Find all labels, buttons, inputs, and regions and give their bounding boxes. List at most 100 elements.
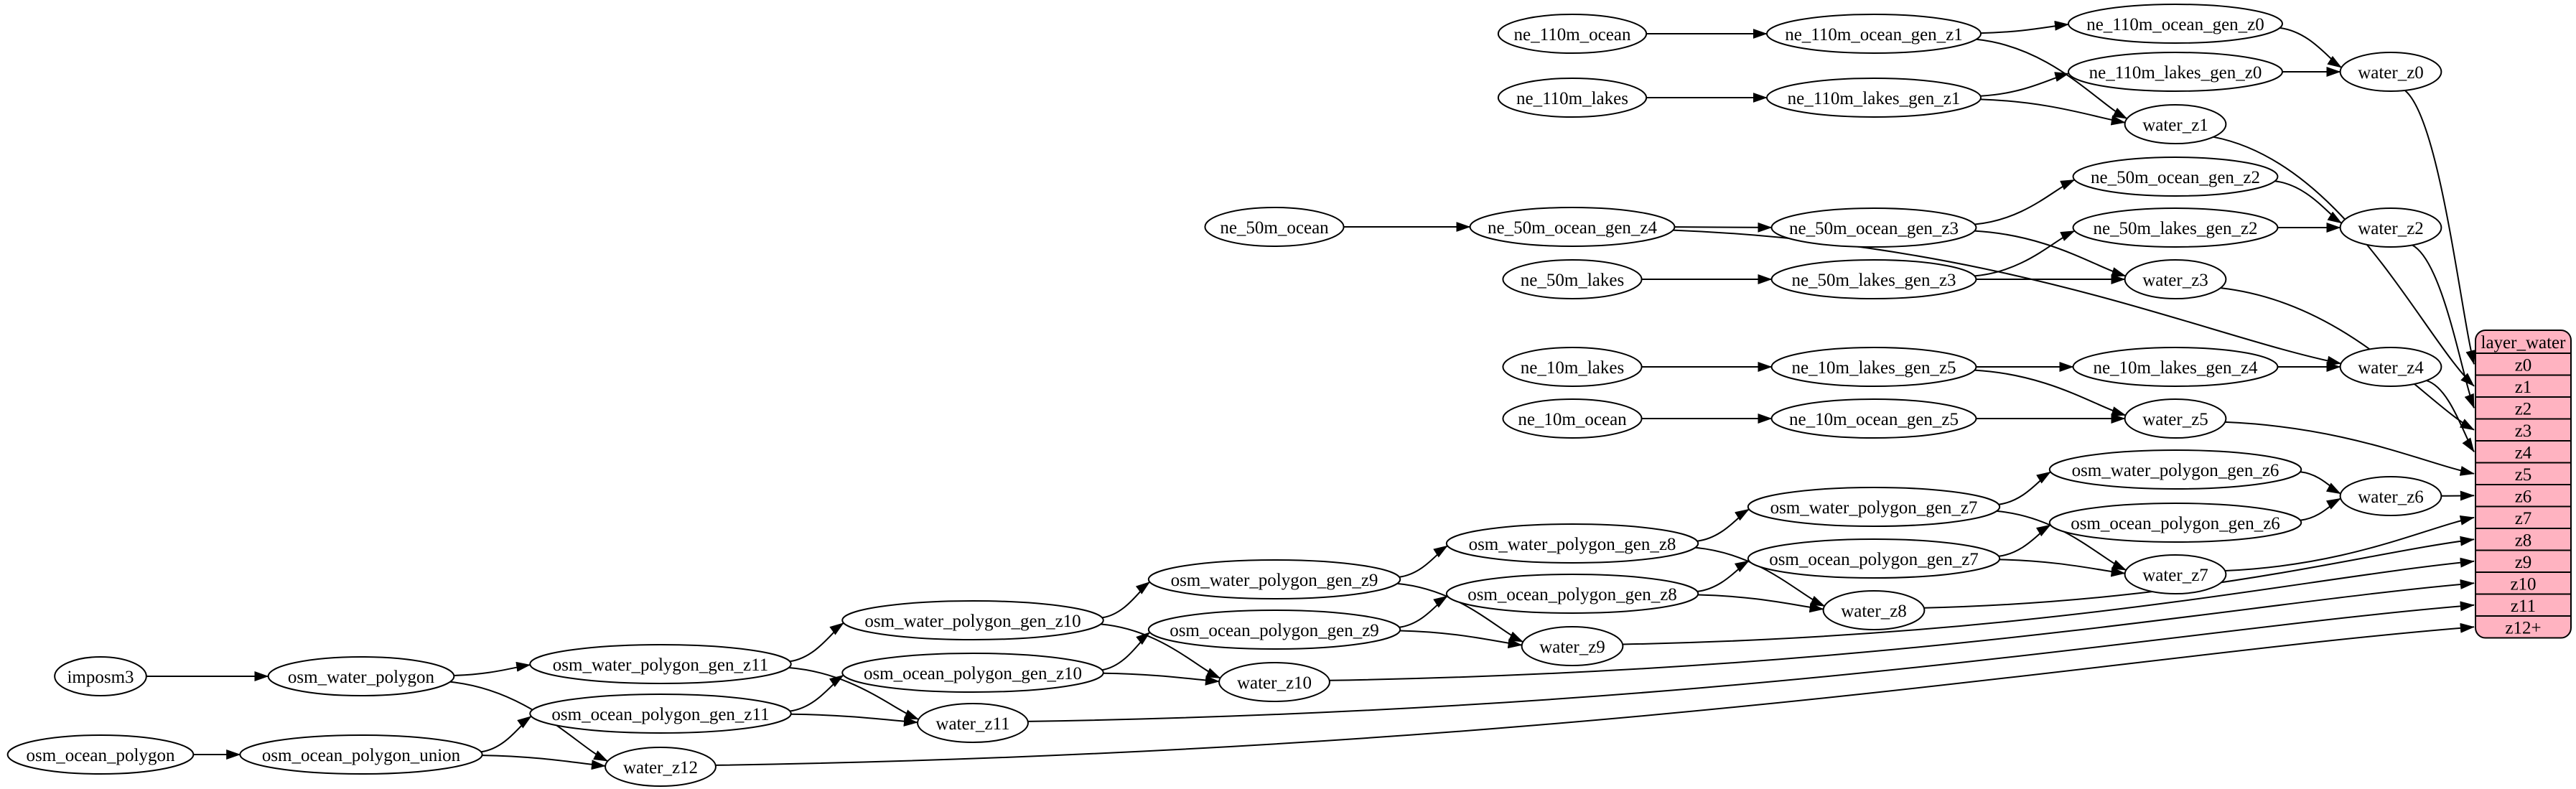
node-shape-ne_10m_ocean_gen_z5 [1770,398,1977,439]
node-imposm3: imposm3 [54,656,147,696]
node-shape-ne_50m_ocean_gen_z2 [2072,157,2279,197]
node-label-ne_10m_ocean_gen_z5: ne_10m_ocean_gen_z5 [1789,410,1959,429]
edge-osm_water_polygon_gen_z10-to-osm_water_polygon_gen_z9 [1101,581,1151,619]
node-shape-water_z1 [2124,104,2227,144]
edge-osm_ocean_polygon_gen_z10-to-osm_ocean_polygon_gen_z9 [1101,632,1151,671]
edge-osm_water_polygon_gen_z8-to-water_z8 [1695,546,1826,607]
node-ne_10m_ocean_gen_z5: ne_10m_ocean_gen_z5 [1770,398,1977,439]
edge-water_z7-to-layer_water-z7 [2225,515,2475,571]
edge-osm_water_polygon_gen_z8-to-osm_water_polygon_gen_z7 [1697,508,1750,542]
node-shape-ne_110m_lakes_gen_z0 [2068,52,2283,92]
node-ne_110m_ocean_gen_z1: ne_110m_ocean_gen_z1 [1766,14,1982,54]
edge-ne_50m_ocean_gen_z3-to-water_z3 [1974,230,2127,277]
node-label-ne_10m_ocean: ne_10m_ocean [1518,410,1627,429]
node-label-ne_10m_lakes_gen_z4: ne_10m_lakes_gen_z4 [2093,358,2258,378]
edge-ne_110m_lakes_gen_z1-to-water_z1 [1980,98,2126,126]
node-label-osm_ocean_polygon_union: osm_ocean_polygon_union [262,746,461,765]
node-shape-water_z4 [2339,347,2442,387]
edge-osm_ocean_polygon_gen_z9-to-osm_ocean_polygon_gen_z8 [1399,595,1448,628]
node-label-water_z12: water_z12 [623,758,698,778]
node-shape-water_z5 [2124,398,2227,439]
nodes: ne_110m_ocean ne_110m_ocean_gen_z1 ne_110m… [6,4,2442,787]
node-label-osm_ocean_polygon_gen_z6: osm_ocean_polygon_gen_z6 [2071,514,2280,533]
node-water_z11: water_z11 [917,703,1029,743]
edge-osm_ocean_polygon_union-to-osm_ocean_polygon_gen_z11 [480,715,532,753]
edge-ne_110m_lakes_gen_z1-to-ne_110m_lakes_gen_z0 [1980,72,2070,97]
node-shape-water_z0 [2339,52,2442,92]
node-label-water_z10: water_z10 [1237,673,1312,693]
node-label-ne_50m_ocean: ne_50m_ocean [1220,218,1329,238]
edge-water_z9-to-layer_water-z9 [1623,557,2475,645]
node-osm_ocean_polygon_gen_z9: osm_ocean_polygon_gen_z9 [1147,610,1401,650]
node-label-water_z0: water_z0 [2358,63,2424,83]
edge-water_z12-to-layer_water-z12-plus [715,622,2475,766]
node-osm_ocean_polygon_gen_z7: osm_ocean_polygon_gen_z7 [1747,538,2001,579]
node-ne_50m_lakes: ne_50m_lakes [1502,259,1643,299]
node-shape-ne_50m_lakes_gen_z2 [2072,207,2279,248]
edge-osm_ocean_polygon_gen_z7-to-water_z7 [1999,559,2126,577]
node-shape-ne_110m_ocean [1497,14,1648,54]
node-label-ne_50m_lakes: ne_50m_lakes [1521,271,1624,290]
edge-water_z4-to-layer_water-z4 [2426,380,2475,452]
node-shape-osm_water_polygon_gen_z6 [2048,449,2302,490]
node-water_z0: water_z0 [2339,52,2442,92]
node-water_z7: water_z7 [2124,554,2227,594]
node-shape-osm_ocean_polygon_gen_z11 [529,694,792,734]
node-osm_water_polygon_gen_z9: osm_water_polygon_gen_z9 [1147,559,1401,599]
node-label-ne_50m_ocean_gen_z3: ne_50m_ocean_gen_z3 [1789,219,1959,238]
node-label-osm_ocean_polygon_gen_z10: osm_ocean_polygon_gen_z10 [864,664,1082,683]
node-label-osm_water_polygon_gen_z6: osm_water_polygon_gen_z6 [2072,461,2279,480]
node-shape-water_z11 [917,703,1029,743]
edge-ne_50m_lakes_gen_z3-to-ne_50m_lakes_gen_z2 [1974,230,2076,277]
node-ne_10m_lakes_gen_z4: ne_10m_lakes_gen_z4 [2072,347,2279,387]
node-label-osm_water_polygon: osm_water_polygon [288,668,435,687]
edge-osm_water_polygon_gen_z6-to-water_z6 [2300,471,2341,495]
node-osm_water_polygon_gen_z7: osm_water_polygon_gen_z7 [1747,487,2001,527]
node-ne_110m_lakes_gen_z0: ne_110m_lakes_gen_z0 [2068,52,2283,92]
node-label-ne_10m_lakes_gen_z5: ne_10m_lakes_gen_z5 [1791,358,1956,378]
table-row-label-z6: z6 [2515,487,2532,506]
node-label-ne_110m_ocean_gen_z0: ne_110m_ocean_gen_z0 [2086,15,2264,34]
edge-water_z8-to-layer_water-z8 [1923,536,2475,609]
node-shape-ne_50m_ocean_gen_z3 [1770,207,1977,248]
node-water_z4: water_z4 [2339,347,2442,387]
node-water_z9: water_z9 [1521,626,1624,666]
node-label-ne_110m_ocean_gen_z1: ne_110m_ocean_gen_z1 [1785,25,1963,45]
edge-ne_50m_ocean_gen_z4-to-ne_50m_ocean_gen_z3 [1674,222,1773,233]
node-osm_ocean_polygon: osm_ocean_polygon [6,734,195,775]
edge-osm_water_polygon_gen_z9-to-osm_water_polygon_gen_z8 [1399,545,1448,578]
node-shape-water_z2 [2339,207,2442,248]
node-label-water_z9: water_z9 [1539,638,1605,657]
node-ne_10m_lakes: ne_10m_lakes [1502,347,1643,387]
node-label-ne_50m_ocean_gen_z4: ne_50m_ocean_gen_z4 [1488,218,1658,238]
node-osm_water_polygon: osm_water_polygon [267,656,455,696]
node-label-osm_water_polygon_gen_z8: osm_water_polygon_gen_z8 [1469,535,1676,554]
node-ne_110m_lakes: ne_110m_lakes [1497,78,1648,118]
node-shape-osm_water_polygon_gen_z7 [1747,487,2001,527]
node-label-water_z8: water_z8 [1841,602,1907,621]
node-label-osm_water_polygon_gen_z7: osm_water_polygon_gen_z7 [1770,498,1978,518]
node-shape-water_z9 [1521,626,1624,666]
node-osm_ocean_polygon_gen_z11: osm_ocean_polygon_gen_z11 [529,694,792,734]
node-shape-ne_110m_ocean_gen_z1 [1766,14,1982,54]
node-osm_water_polygon_gen_z10: osm_water_polygon_gen_z10 [841,600,1104,640]
node-shape-ne_10m_lakes_gen_z5 [1770,347,1977,387]
node-shape-water_z3 [2124,259,2227,299]
node-water_z5: water_z5 [2124,398,2227,439]
node-label-water_z6: water_z6 [2358,487,2424,507]
edge-osm_water_polygon-to-osm_water_polygon_gen_z11 [454,661,531,676]
node-shape-ne_10m_ocean [1502,398,1643,439]
node-shape-osm_water_polygon [267,656,455,696]
edge-osm_ocean_polygon_gen_z11-to-water_z11 [790,713,918,727]
node-label-osm_water_polygon_gen_z9: osm_water_polygon_gen_z9 [1171,571,1378,590]
node-label-water_z5: water_z5 [2142,410,2208,429]
node-osm_ocean_polygon_gen_z6: osm_ocean_polygon_gen_z6 [2048,503,2302,543]
node-ne_110m_ocean_gen_z0: ne_110m_ocean_gen_z0 [2068,4,2283,44]
edge-ne_10m_lakes_gen_z5-to-water_z5 [1974,369,2127,416]
node-label-ne_50m_ocean_gen_z2: ne_50m_ocean_gen_z2 [2091,168,2260,187]
node-ne_110m_ocean: ne_110m_ocean [1497,14,1648,54]
node-label-osm_ocean_polygon_gen_z8: osm_ocean_polygon_gen_z8 [1467,585,1677,604]
node-shape-osm_water_polygon_gen_z8 [1445,523,1699,564]
